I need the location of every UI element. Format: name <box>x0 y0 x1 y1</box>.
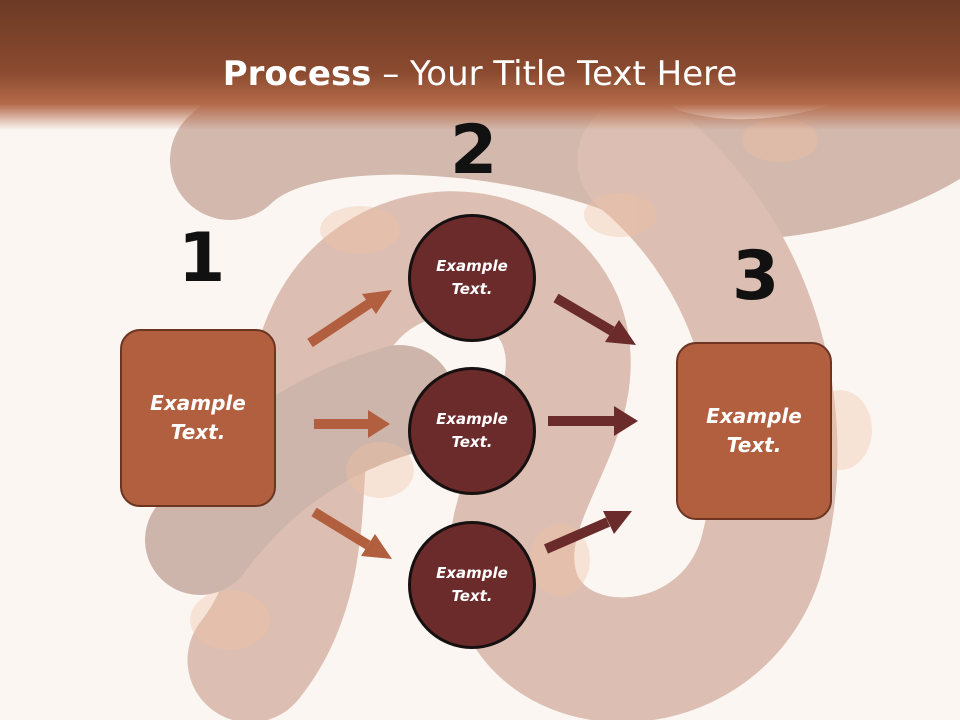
arrow-left-to-top <box>307 290 392 348</box>
arrow-top-to-right <box>553 293 636 345</box>
arrow-left-to-middle <box>314 410 390 438</box>
title-rest: – Your Title Text Here <box>371 54 738 94</box>
slide-title: Process – Your Title Text Here <box>0 50 960 98</box>
circle-top-line1: Example <box>436 257 508 275</box>
title-bold: Process <box>222 54 372 94</box>
arrow-middle-to-right <box>548 406 638 436</box>
circle-top-line2: Text. <box>451 280 493 298</box>
right-box-text: Example Text. <box>706 402 802 460</box>
left-box-line2: Text. <box>170 420 226 444</box>
circle-bottom-line2: Text. <box>451 587 493 605</box>
title-bar <box>0 0 960 130</box>
arrow-bottom-to-right <box>544 511 632 554</box>
circle-middle-line1: Example <box>436 410 508 428</box>
left-box-text: Example Text. <box>150 389 246 447</box>
arrow-left-to-bottom <box>311 507 392 559</box>
circle-bottom-line1: Example <box>436 564 508 582</box>
circle-top: Example Text. <box>408 214 536 342</box>
step-number-2: 2 <box>450 111 498 190</box>
left-box-line1: Example <box>150 391 246 415</box>
step-number-3: 3 <box>732 237 780 316</box>
right-box-line1: Example <box>706 404 802 428</box>
right-box: Example Text. <box>676 342 832 520</box>
circle-middle-line2: Text. <box>451 433 493 451</box>
step-number-1: 1 <box>178 219 226 298</box>
circle-bottom: Example Text. <box>408 521 536 649</box>
circle-middle: Example Text. <box>408 367 536 495</box>
left-box: Example Text. <box>120 329 276 507</box>
right-box-line2: Text. <box>726 433 782 457</box>
